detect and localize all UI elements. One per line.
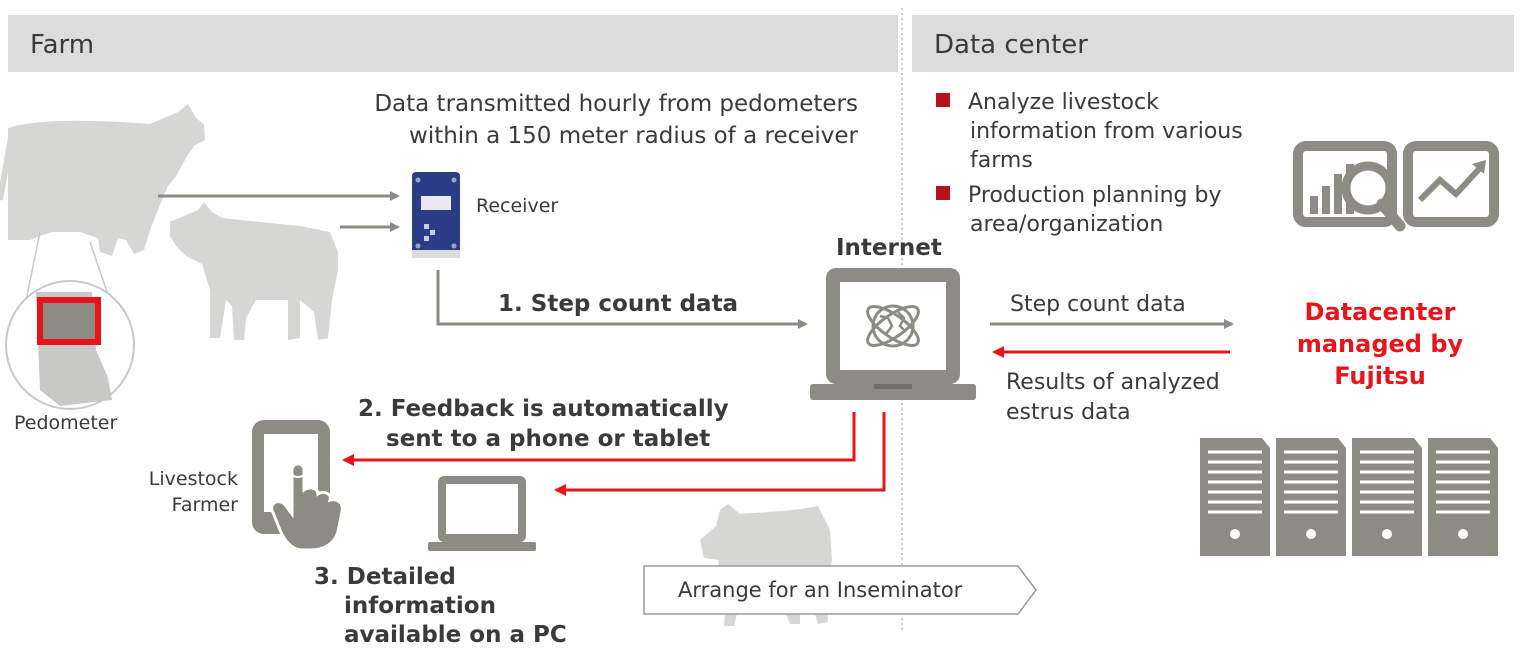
arrow-step1 bbox=[436, 270, 808, 329]
bullet-item-cont: farms bbox=[970, 148, 1033, 173]
bullet-square-icon bbox=[936, 93, 950, 107]
receiver-label: Receiver bbox=[476, 195, 559, 217]
results-label: Results of analyzed estrus data bbox=[1006, 370, 1220, 425]
laptop-icon bbox=[428, 476, 536, 551]
inseminator-box bbox=[643, 565, 1037, 615]
farm-header: Farm bbox=[8, 15, 898, 72]
bullet-square-icon bbox=[936, 186, 950, 200]
transmit-note: Data transmitted hourly from pedometers … bbox=[374, 91, 858, 149]
pedometer-icon bbox=[5, 280, 135, 410]
datacenter-bullets: Analyze livestock information from vario… bbox=[936, 88, 1296, 239]
globe-icon bbox=[866, 304, 920, 348]
laptop-icon bbox=[810, 268, 976, 400]
farmer-label: Livestock Farmer bbox=[148, 468, 238, 516]
receiver-icon bbox=[412, 172, 460, 258]
step-2-label: 2. Feedback is automatically sent to a p… bbox=[358, 396, 729, 452]
internet-label: Internet bbox=[836, 235, 942, 261]
chart-icon bbox=[1403, 141, 1499, 227]
hand-icon bbox=[270, 458, 344, 552]
server-icon bbox=[1200, 438, 1498, 556]
cow-icon bbox=[8, 104, 205, 256]
bullet-item-cont: area/organization bbox=[970, 212, 1164, 237]
step-1-label: 1. Step count data bbox=[498, 291, 739, 317]
datacenter-label: Datacenter managed by Fujitsu bbox=[1296, 298, 1464, 390]
inseminator-label: Arrange for an Inseminator bbox=[678, 578, 963, 602]
pedometer-label: Pedometer bbox=[14, 412, 118, 434]
cow-icon bbox=[170, 202, 338, 340]
bullet-item: Analyze livestock bbox=[936, 88, 1296, 117]
bullet-item-cont: information from various bbox=[970, 119, 1243, 144]
bullet-item: Production planning by bbox=[936, 181, 1296, 210]
arrow-feedback bbox=[342, 412, 856, 466]
step-3-label: 3. Detailed information available on a P… bbox=[314, 564, 567, 648]
arrow-pc bbox=[554, 412, 886, 496]
chart-icon bbox=[1293, 141, 1406, 232]
step-count-right-label: Step count data bbox=[1010, 292, 1186, 317]
datacenter-header: Data center bbox=[912, 15, 1514, 72]
